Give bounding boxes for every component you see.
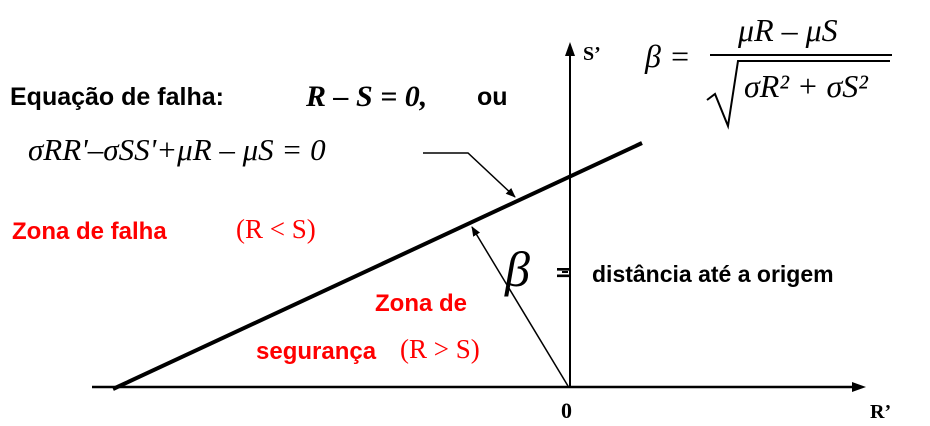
origin-label: 0: [561, 398, 572, 423]
failure-equation-label: Equação de falha:: [10, 83, 224, 111]
beta-distance-arrow: [471, 226, 569, 387]
limit-state-line: [112, 141, 643, 391]
safe-zone-line1: Zona de: [375, 290, 468, 317]
r-axis-arrow: [852, 382, 866, 392]
fail-zone-label: Zona de falha: [12, 218, 167, 245]
failure-equation-expr: R – S = 0,: [306, 80, 428, 113]
equation-leader-line: [423, 152, 516, 198]
fail-zone-condition: (R < S): [236, 214, 316, 244]
beta-equals: =: [556, 260, 571, 287]
r-axis-label: R’: [870, 401, 892, 423]
failure-equation-or: ou: [477, 83, 508, 111]
safe-zone-condition: (R > S): [400, 334, 480, 364]
normalized-equation: σRR'–σSS'+μR – μS = 0: [28, 132, 326, 167]
s-axis-label: S’: [583, 43, 601, 65]
s-axis-arrow: [565, 42, 575, 56]
sqrt-sign: [706, 60, 890, 130]
beta-meaning: distância até a origem: [592, 261, 834, 287]
safe-zone-line2: segurança: [256, 338, 377, 365]
beta-symbol: β: [505, 241, 530, 297]
beta-formula-denominator: σR² + σS²: [744, 68, 868, 104]
beta-formula-lhs: β =: [645, 38, 691, 74]
beta-formula-numerator: μR – μS: [738, 12, 838, 48]
